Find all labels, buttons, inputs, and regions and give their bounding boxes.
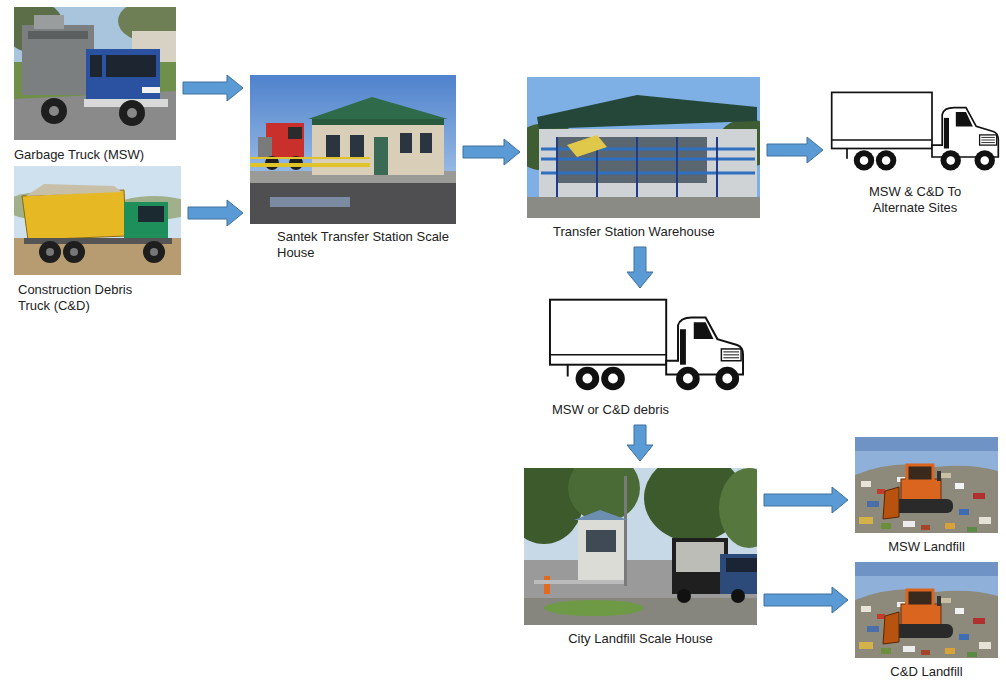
photo-node: MSW Landfill	[855, 437, 998, 555]
block-arrow	[183, 75, 243, 101]
photo-node: Transfer Station Warehouse	[527, 77, 760, 240]
landfill-scale-house-photo	[524, 468, 757, 625]
photo-node: MSW & C&D To Alternate Sites	[830, 85, 1000, 216]
landfill-photo	[855, 437, 998, 533]
node-caption: MSW Landfill	[855, 539, 998, 555]
block-arrow	[463, 139, 520, 165]
dump-truck-photo	[14, 166, 181, 275]
block-arrow	[767, 137, 823, 163]
node-caption: Construction Debris Truck (C&D)	[18, 282, 153, 314]
node-caption: MSW or C&D debris	[552, 402, 742, 418]
node-caption: Garbage Truck (MSW)	[14, 147, 176, 163]
block-arrow	[627, 425, 653, 461]
warehouse-photo	[527, 77, 760, 218]
block-arrow	[188, 200, 243, 226]
block-arrow	[764, 587, 848, 613]
node-caption: C&D Landfill	[855, 664, 998, 680]
photo-node: Santek Transfer Station Scale House	[250, 75, 456, 261]
node-caption: Santek Transfer Station Scale House	[277, 229, 452, 261]
node-caption: Transfer Station Warehouse	[553, 224, 758, 240]
node-caption: City Landfill Scale House	[524, 631, 757, 647]
block-arrow	[627, 247, 653, 288]
landfill-photo	[855, 562, 998, 658]
photo-node: Garbage Truck (MSW)	[14, 7, 176, 163]
photo-node: Construction Debris Truck (C&D)	[14, 166, 181, 314]
node-caption: MSW & C&D To Alternate Sites	[860, 184, 970, 216]
semi-truck-drawing	[550, 300, 743, 391]
photo-node: MSW or C&D debris	[548, 295, 745, 418]
photo-node: City Landfill Scale House	[524, 468, 757, 647]
scale-house-photo	[250, 75, 456, 224]
block-arrow	[764, 487, 848, 513]
photo-node: C&D Landfill	[855, 562, 998, 680]
garbage-truck-photo	[14, 7, 176, 140]
semi-truck-drawing	[832, 92, 999, 170]
